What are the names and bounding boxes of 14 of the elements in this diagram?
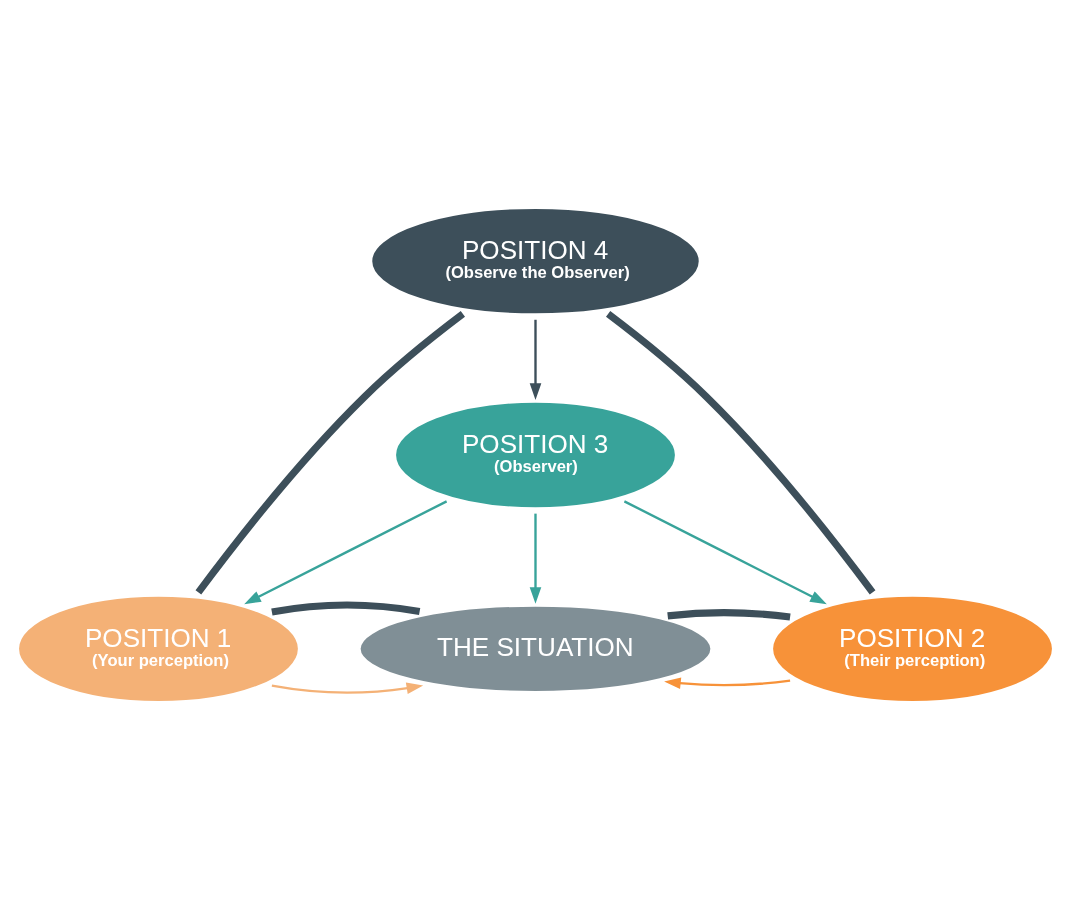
connector (667, 608, 791, 621)
node-ellipse: POSITION 1 (Your perception) (16, 593, 301, 703)
arrow (529, 513, 542, 604)
connector (271, 601, 421, 616)
arrow (623, 499, 827, 604)
arrow (271, 682, 424, 694)
arrow (529, 319, 542, 400)
connector (195, 310, 465, 594)
node-ellipse: POSITION 2 (Their perception) (770, 593, 1055, 703)
node-ellipse: POSITION 4 (Observe the Observer) (369, 206, 702, 316)
connector (606, 310, 876, 594)
node-ellipse: POSITION 3 (Observer) (393, 399, 678, 510)
arrow (244, 499, 448, 604)
arrow (664, 676, 791, 689)
